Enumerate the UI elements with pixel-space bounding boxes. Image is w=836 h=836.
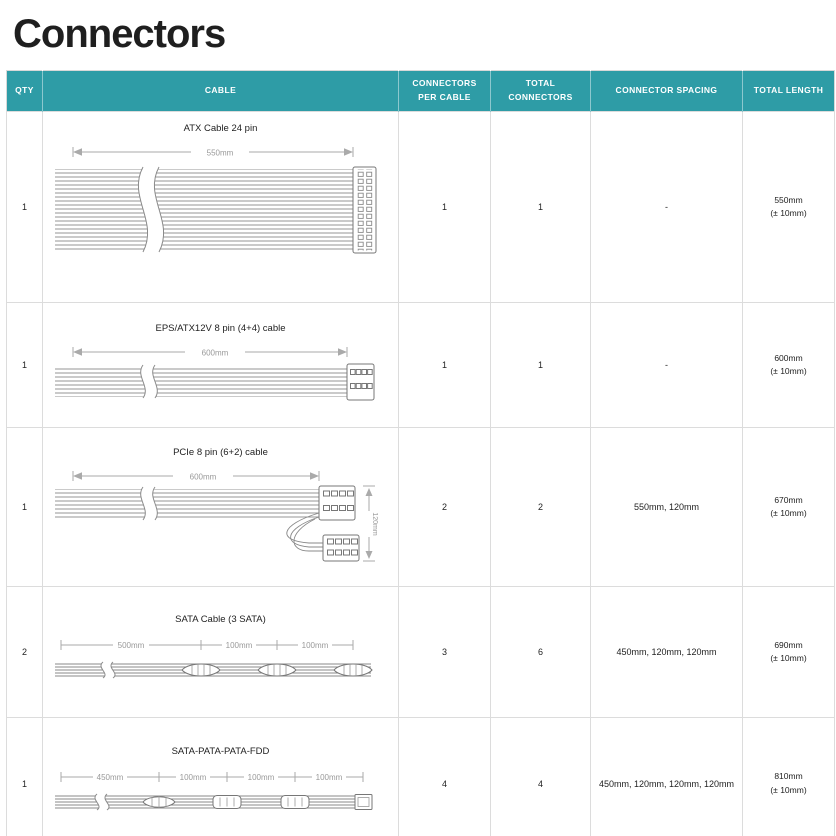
connectors-per-cable-cell: 1 (398, 111, 491, 303)
table-row: 1 ATX Cable 24 pin 550mm (6, 111, 835, 303)
total-length-tolerance: (± 10mm) (770, 508, 807, 518)
dimension-label: 600mm (201, 349, 228, 358)
total-connectors-cell: 2 (490, 427, 591, 587)
total-length-cell: 810mm (± 10mm) (742, 717, 835, 836)
connectors-per-cable-cell: 4 (398, 717, 491, 836)
cable-diagram-sata-pata-fdd: 450mm 100mm 100mm 100mm (54, 770, 372, 810)
cable-name: EPS/ATX12V 8 pin (4+4) cable (155, 323, 286, 334)
connectors-per-cable-cell: 1 (398, 302, 491, 428)
connector-spacing-cell: 450mm, 120mm, 120mm (590, 586, 743, 718)
cable-name: PCIe 8 pin (6+2) cable (173, 447, 268, 458)
qty-cell: 2 (6, 586, 43, 718)
connectors-per-cable-cell: 3 (398, 586, 491, 718)
total-length-tolerance: (± 10mm) (770, 653, 807, 663)
qty-cell: 1 (6, 302, 43, 428)
dimension-label: 550mm (206, 149, 233, 158)
cable-cell: ATX Cable 24 pin 550mm (42, 111, 399, 303)
total-length-value: 600mm (774, 352, 803, 363)
cable-diagram-atx-24pin: 550mm (54, 147, 376, 254)
total-length-value: 670mm (774, 494, 803, 505)
total-length-cell: 600mm (± 10mm) (742, 302, 835, 428)
dimension-label: 500mm (117, 641, 144, 650)
connectors-per-cable-cell: 2 (398, 427, 491, 587)
total-length-value: 810mm (774, 771, 803, 782)
qty-cell: 1 (6, 111, 43, 303)
header-connector-spacing: CONNECTOR SPACING (590, 70, 743, 112)
connector-atx-24pin (352, 166, 376, 254)
total-connectors-cell: 6 (490, 586, 591, 718)
total-length-tolerance: (± 10mm) (770, 784, 807, 795)
connector-pata-1 (212, 794, 241, 809)
total-connectors-cell: 1 (490, 111, 591, 303)
table-row: 1 EPS/ATX12V 8 pin (4+4) cable 600mm (6, 302, 835, 428)
total-connectors-cell: 1 (490, 302, 591, 428)
header-total-connectors: TOTAL CONNECTORS (490, 70, 591, 112)
total-length-value: 690mm (774, 639, 803, 650)
dimension-label: 100mm (179, 772, 206, 781)
connector-sata-3 (332, 663, 373, 677)
cable-name: SATA Cable (3 SATA) (175, 614, 266, 625)
header-cable: CABLE (42, 70, 399, 112)
dimension-label: 100mm (315, 772, 342, 781)
connector-sata (141, 795, 176, 808)
cable-name: SATA-PATA-PATA-FDD (171, 745, 270, 757)
connector-sata-2 (256, 663, 297, 677)
total-length-tolerance: (± 10mm) (770, 366, 807, 376)
connector-spacing-cell: - (590, 302, 743, 428)
connector-spacing-cell: 450mm, 120mm, 120mm, 120mm (590, 717, 743, 836)
cable-diagram-eps-8pin: 600mm (54, 347, 374, 401)
table-row: 1 SATA-PATA-PATA-FDD 450mm (6, 717, 835, 836)
connector-sata-1 (180, 663, 221, 677)
page-title: Connectors (13, 12, 226, 56)
header-qty: QTY (6, 70, 43, 112)
cable-cell: EPS/ATX12V 8 pin (4+4) cable 600mm (42, 302, 399, 428)
total-connectors-cell: 4 (490, 717, 591, 836)
connector-pcie-top (318, 485, 355, 521)
connector-pata-2 (280, 794, 309, 809)
connector-spacing-cell: - (590, 111, 743, 303)
dimension-label: 100mm (225, 641, 252, 650)
cable-cell: SATA-PATA-PATA-FDD 450mm 100mm (42, 717, 399, 836)
connector-eps-8pin (346, 363, 374, 401)
header-total-length: TOTAL LENGTH (742, 70, 835, 112)
cable-name: ATX Cable 24 pin (183, 123, 258, 134)
connectors-table: QTY CABLE CONNECTORS PER CABLE TOTAL CON… (6, 70, 835, 836)
cable-diagram-pcie-8pin: 600mm (54, 471, 378, 562)
dimension-label: 100mm (301, 641, 328, 650)
total-length-cell: 550mm (± 10mm) (742, 111, 835, 303)
qty-cell: 1 (6, 717, 43, 836)
dimension-label-vertical: 120mm (371, 512, 378, 536)
cable-cell: SATA Cable (3 SATA) 500mm 100mm (42, 586, 399, 718)
table-row: 2 SATA Cable (3 SATA) 500mm (6, 586, 835, 718)
connector-fdd (354, 793, 372, 810)
dimension-label: 100mm (247, 772, 274, 781)
cable-diagram-sata-3: 500mm 100mm 100mm (54, 639, 373, 679)
table-header-row: QTY CABLE CONNECTORS PER CABLE TOTAL CON… (6, 70, 835, 112)
cable-cell: PCIe 8 pin (6+2) cable 600mm (42, 427, 399, 587)
total-length-tolerance: (± 10mm) (770, 208, 807, 218)
dimension-label: 600mm (189, 473, 216, 482)
connector-pcie-bottom (322, 534, 359, 562)
qty-cell: 1 (6, 427, 43, 587)
table-row: 1 PCIe 8 pin (6+2) cable 600mm (6, 427, 835, 587)
total-length-cell: 670mm (± 10mm) (742, 427, 835, 587)
header-connectors-per-cable: CONNECTORS PER CABLE (398, 70, 491, 112)
dimension-label: 450mm (96, 772, 123, 781)
total-length-value: 550mm (774, 194, 803, 205)
total-length-cell: 690mm (± 10mm) (742, 586, 835, 718)
connector-spacing-cell: 550mm, 120mm (590, 427, 743, 587)
